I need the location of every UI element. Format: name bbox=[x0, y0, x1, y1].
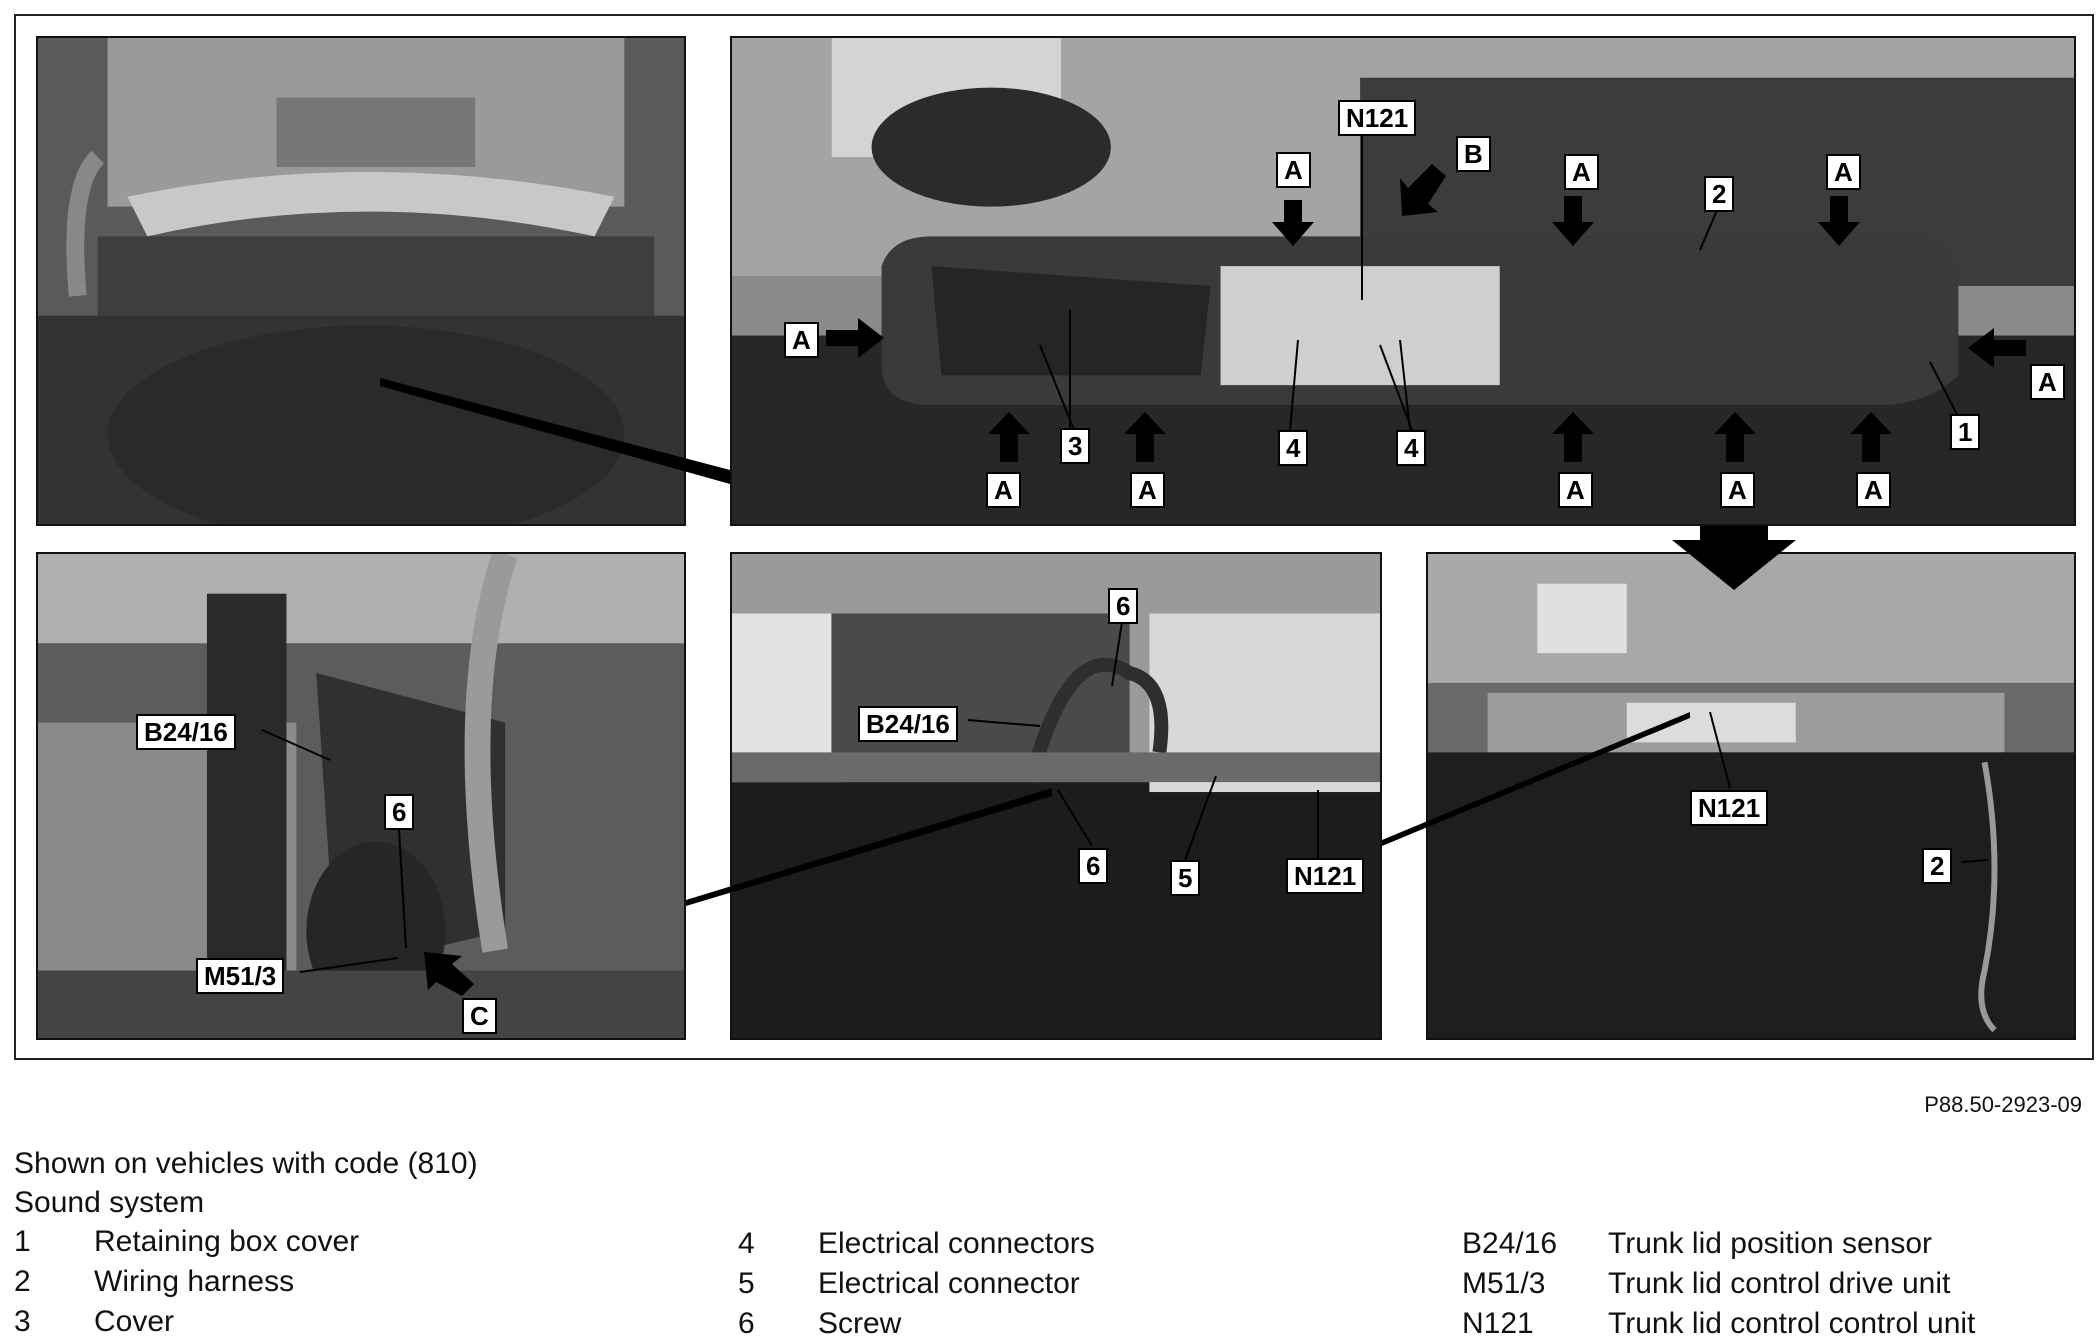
label-2-right: 2 bbox=[1922, 848, 1953, 884]
label-b24-16-center: B24/16 bbox=[858, 706, 958, 742]
label-a-top-1: A bbox=[1276, 152, 1311, 188]
legend-key: M51/3 bbox=[1462, 1267, 1546, 1300]
legend-row: 2 Wiring harness bbox=[14, 1262, 359, 1302]
legend-text: Wiring harness bbox=[94, 1265, 295, 1298]
legend-text: Electrical connector bbox=[818, 1267, 1080, 1300]
label-n121-right: N121 bbox=[1690, 790, 1769, 826]
legend-text: Trunk lid control drive unit bbox=[1608, 1267, 1951, 1300]
photo-trunk-overview bbox=[36, 36, 686, 526]
legend-text: Trunk lid position sensor bbox=[1608, 1227, 1933, 1260]
label-1: 1 bbox=[1950, 414, 1981, 450]
label-n121-center: N121 bbox=[1286, 858, 1365, 894]
label-4-b: 4 bbox=[1396, 430, 1427, 466]
label-m51-3: M51/3 bbox=[196, 958, 285, 994]
legend-intro-line-2: Sound system bbox=[14, 1186, 205, 1219]
figure-code: P88.50-2923-09 bbox=[1924, 1092, 2082, 1117]
label-a-left: A bbox=[784, 322, 819, 358]
legend-text: Trunk lid control control unit bbox=[1608, 1307, 1976, 1340]
legend-intro: Shown on vehicles with code (810) Sound … bbox=[14, 1144, 478, 1222]
label-a-top-2: A bbox=[1564, 154, 1599, 190]
label-6-bottom: 6 bbox=[1078, 848, 1109, 884]
legend-column-1: 1 Retaining box cover 2 Wiring harness 3… bbox=[14, 1222, 359, 1342]
legend-key: 2 bbox=[14, 1265, 31, 1298]
label-a-bottom-3: A bbox=[1558, 472, 1593, 508]
photo-position-sensor bbox=[36, 552, 686, 1040]
photo-retaining-box bbox=[730, 36, 2076, 526]
legend-row: 3 Cover bbox=[14, 1302, 359, 1342]
legend-key: N121 bbox=[1462, 1307, 1534, 1340]
legend-text: Electrical connectors bbox=[818, 1227, 1095, 1260]
legend-key: 5 bbox=[738, 1267, 755, 1300]
legend-intro-line-1: Shown on vehicles with code (810) bbox=[14, 1147, 478, 1180]
label-b24-16-left: B24/16 bbox=[136, 714, 236, 750]
legend-row: 6 Screw bbox=[738, 1304, 1095, 1344]
label-a-bottom-2: A bbox=[1130, 472, 1165, 508]
label-4-a: 4 bbox=[1278, 430, 1309, 466]
legend-key: 6 bbox=[738, 1307, 755, 1340]
legend-row: B24/16 Trunk lid position sensor bbox=[1462, 1224, 1975, 1264]
legend-key: 1 bbox=[14, 1225, 31, 1258]
legend-text: Cover bbox=[94, 1305, 175, 1338]
legend-row: 4 Electrical connectors bbox=[738, 1224, 1095, 1264]
legend-text: Screw bbox=[818, 1307, 902, 1340]
label-b: B bbox=[1456, 136, 1491, 172]
legend-key: 3 bbox=[14, 1305, 31, 1338]
legend-row: 5 Electrical connector bbox=[738, 1264, 1095, 1304]
legend-key: 4 bbox=[738, 1227, 755, 1260]
label-a-bottom-1: A bbox=[986, 472, 1021, 508]
label-5: 5 bbox=[1170, 860, 1201, 896]
label-6-top: 6 bbox=[1108, 588, 1139, 624]
label-3: 3 bbox=[1060, 428, 1091, 464]
photo-drive-unit bbox=[730, 552, 1382, 1040]
legend-row: 1 Retaining box cover bbox=[14, 1222, 359, 1262]
label-a-right: A bbox=[2030, 364, 2065, 400]
label-c: C bbox=[462, 998, 497, 1034]
legend-row: N121 Trunk lid control control unit bbox=[1462, 1304, 1975, 1344]
legend-column-2: 4 Electrical connectors 5 Electrical con… bbox=[738, 1224, 1095, 1344]
label-6-left: 6 bbox=[384, 794, 415, 830]
label-a-top-3: A bbox=[1826, 154, 1861, 190]
label-2-top: 2 bbox=[1704, 176, 1735, 212]
legend-text: Retaining box cover bbox=[94, 1225, 360, 1258]
label-n121-top: N121 bbox=[1338, 100, 1417, 136]
legend-key: B24/16 bbox=[1462, 1227, 1558, 1260]
legend-row: M51/3 Trunk lid control drive unit bbox=[1462, 1264, 1975, 1304]
label-a-bottom-4: A bbox=[1720, 472, 1755, 508]
label-a-bottom-5: A bbox=[1856, 472, 1891, 508]
legend-column-3: B24/16 Trunk lid position sensor M51/3 T… bbox=[1462, 1224, 1975, 1344]
